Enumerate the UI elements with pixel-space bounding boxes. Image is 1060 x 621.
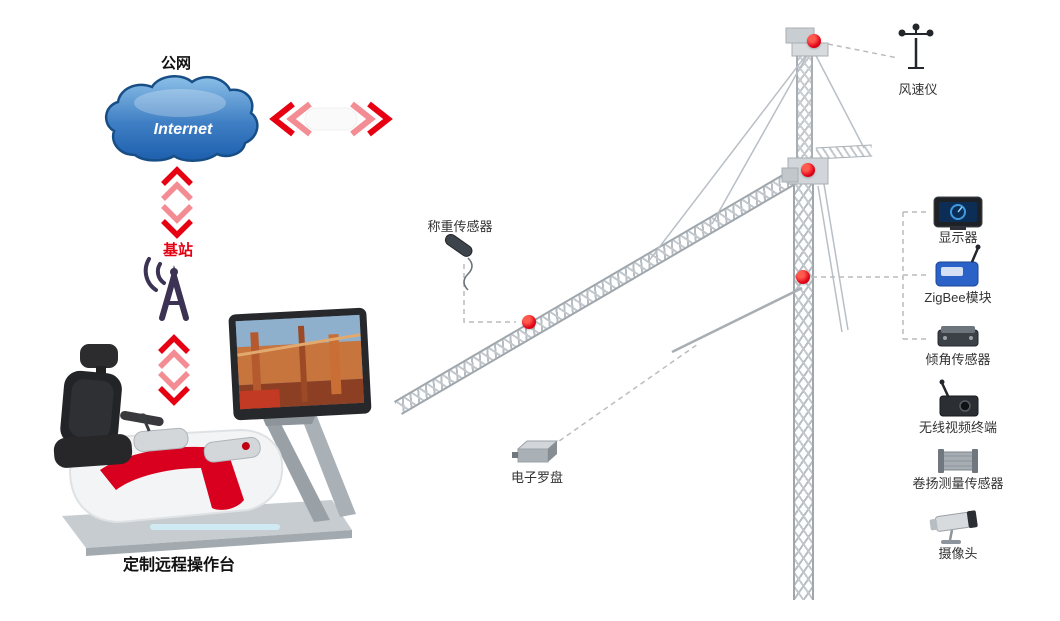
console-label: 定制远程操作台 (122, 557, 235, 574)
hoist-sensor-icon (938, 449, 978, 473)
camera-icon (929, 510, 978, 544)
crane-tower-head (796, 56, 813, 178)
wireless-video-icon (939, 379, 979, 417)
sensor-dot-turntable (801, 163, 815, 177)
left-joystick-pod (133, 413, 189, 452)
right-joystick-pod (203, 436, 261, 463)
weight-sensor-connector (463, 264, 516, 323)
load-pin-icon (444, 233, 473, 291)
base-station-antenna-icon (143, 257, 189, 321)
public-network-label: 公网 (160, 55, 191, 72)
operator-console-illustration (53, 307, 372, 556)
device-label-tilt-sensor: 倾角传感器 (925, 352, 991, 367)
internet-cloud-label: Internet (154, 121, 213, 138)
chevron-up-icon (158, 334, 190, 354)
device-label-hoist-sensor: 卷扬测量传感器 (912, 476, 1004, 491)
chevron-left-icon (269, 101, 295, 137)
device-label-camera: 摄像头 (938, 546, 978, 561)
display-icon (933, 196, 983, 230)
chevron-down-icon (158, 386, 190, 406)
sensor-dot-jib (522, 315, 536, 329)
vertical-link-arrows-top (161, 166, 193, 239)
chevron-down-icon (161, 219, 193, 239)
sensor-dot-mast (796, 270, 810, 284)
zigbee-module-icon (935, 244, 981, 287)
device-label-display: 显示器 (938, 230, 978, 245)
horizontal-link-arrows (269, 101, 393, 137)
base-station-label: 基站 (162, 242, 193, 259)
sensor-dot-anemometer (807, 34, 821, 48)
compass-connector (551, 343, 699, 447)
compass-label: 电子罗盘 (510, 470, 563, 485)
tilt-sensor-icon (937, 326, 979, 347)
anemometer-label: 风速仪 (898, 82, 938, 97)
vertical-link-arrows-bottom (158, 334, 190, 406)
anemometer-connector (827, 43, 899, 59)
dashed-connectors (463, 43, 930, 447)
anemometer-icon (898, 23, 934, 69)
weight-sensor-label: 称重传感器 (427, 219, 493, 234)
compass-icon (512, 440, 559, 463)
chevron-right-icon (367, 101, 393, 137)
chevron-up-icon (161, 166, 193, 186)
console-monitor (228, 307, 372, 421)
internet-cloud: Internet (105, 75, 259, 162)
crane-tie-rods (647, 47, 865, 354)
device-label-wireless-video: 无线视频终端 (918, 420, 997, 435)
device-label-zigbee: ZigBee模块 (924, 290, 992, 305)
